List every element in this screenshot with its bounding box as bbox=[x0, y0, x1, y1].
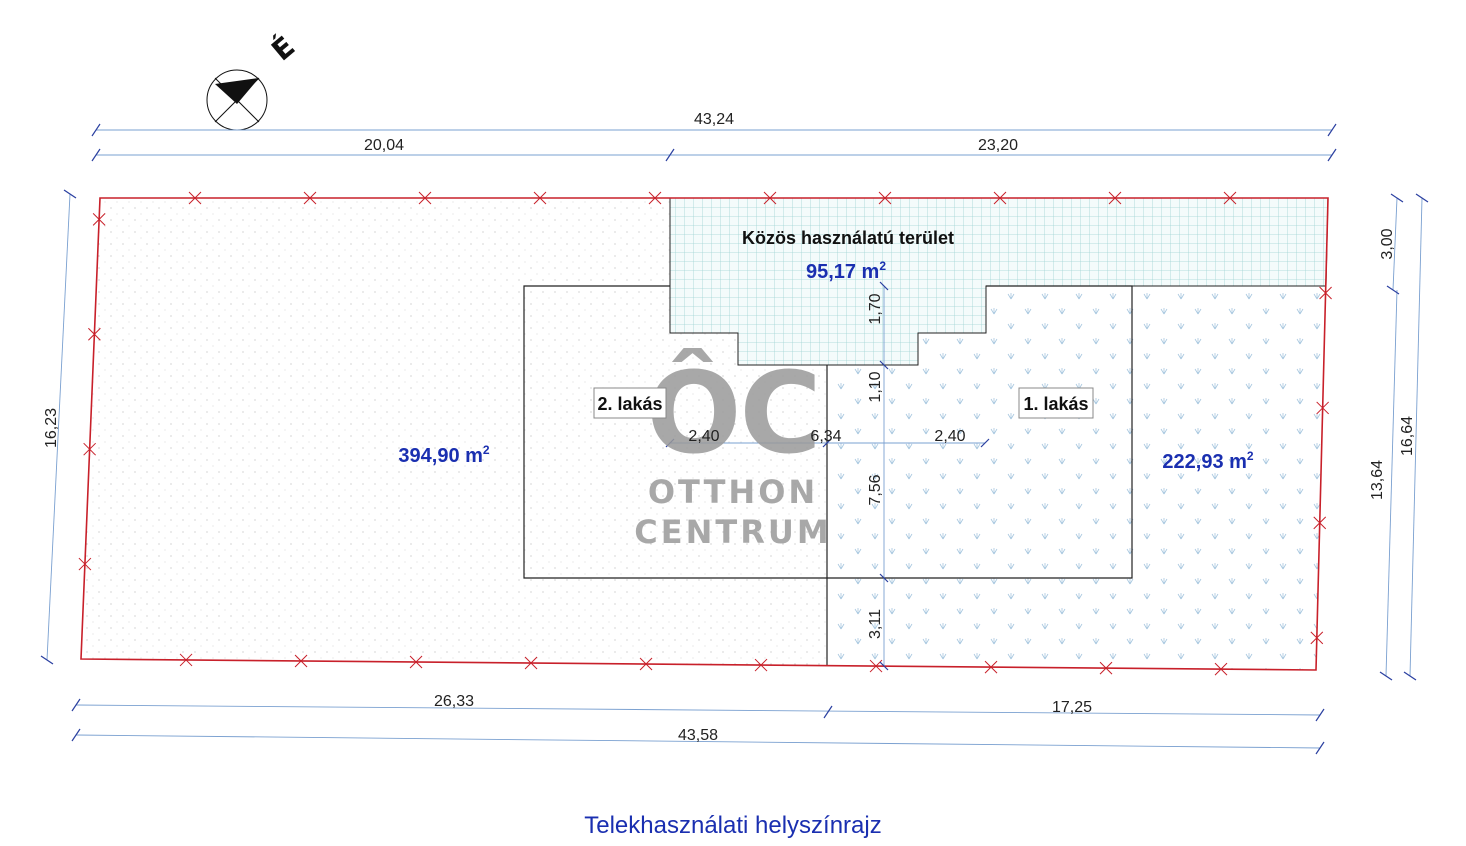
dim-right-top: 3,00 bbox=[1379, 228, 1396, 259]
boundary-mark bbox=[1310, 631, 1324, 645]
unit1-label: 1. lakás bbox=[1023, 394, 1088, 414]
watermark-mark: ÔC bbox=[646, 348, 819, 479]
boundary-mark bbox=[92, 213, 106, 226]
dim-right-lower: 13,64 bbox=[1369, 460, 1386, 500]
boundary-fence-marks bbox=[78, 191, 1332, 676]
boundary-mark bbox=[179, 653, 193, 667]
boundary-mark bbox=[993, 191, 1007, 205]
watermark-line2: CENTRUM bbox=[634, 513, 831, 551]
dim-right-total: 16,64 bbox=[1399, 416, 1416, 456]
watermark-logo: ÔC OTTHON CENTRUM bbox=[634, 348, 831, 551]
dim-top-total: 43,24 bbox=[694, 111, 734, 128]
dim-inner-634: 6,34 bbox=[810, 428, 841, 445]
unit1-label-box bbox=[1018, 387, 1094, 419]
boundary-mark bbox=[754, 658, 768, 672]
unit2-outline bbox=[523, 285, 827, 579]
unit2-label-box bbox=[593, 387, 667, 419]
dim-inner-170: 1,70 bbox=[867, 293, 884, 324]
boundary-mark bbox=[83, 442, 97, 456]
boundary-mark bbox=[524, 656, 538, 670]
boundary-mark bbox=[294, 654, 308, 668]
common-area-label: Közös használatú terület bbox=[742, 228, 954, 248]
dim-top-right: 23,20 bbox=[978, 137, 1018, 154]
boundary-mark bbox=[1099, 661, 1113, 675]
unit1-outline bbox=[827, 285, 1133, 579]
boundary-mark bbox=[533, 191, 547, 205]
parcel-boundary bbox=[80, 197, 1329, 671]
plan-caption: Telekhasználati helyszínrajz bbox=[584, 812, 882, 839]
left-parcel-area-value: 394,90 m2 bbox=[398, 443, 490, 467]
boundary-mark bbox=[1223, 191, 1237, 205]
boundary-mark bbox=[303, 191, 317, 205]
boundary-mark bbox=[1313, 516, 1327, 530]
dim-inner-110: 1,10 bbox=[867, 371, 884, 402]
boundary-mark bbox=[639, 657, 653, 671]
dim-bottom-total: 43,58 bbox=[678, 727, 718, 744]
dim-left-side: 16,23 bbox=[43, 408, 60, 448]
dim-inner-240-left: 2,40 bbox=[688, 428, 719, 445]
dim-inner-756: 7,56 bbox=[867, 474, 884, 505]
boundary-mark bbox=[409, 655, 423, 669]
unit2-label: 2. lakás bbox=[597, 394, 662, 414]
boundary-mark bbox=[1316, 401, 1330, 415]
north-arrow-icon: É bbox=[206, 29, 302, 131]
boundary-mark bbox=[984, 660, 998, 674]
boundary-mark bbox=[648, 191, 662, 205]
common-area-value: 95,17 m2 bbox=[806, 259, 886, 283]
right-parcel-area-value: 222,93 m2 bbox=[1162, 449, 1254, 473]
right-parcel-area bbox=[827, 286, 1328, 670]
north-label: É bbox=[265, 29, 302, 67]
dim-inner-240-right: 2,40 bbox=[934, 428, 965, 445]
boundary-mark bbox=[1214, 662, 1228, 676]
dim-inner-311: 3,11 bbox=[867, 609, 884, 639]
boundary-mark bbox=[1108, 191, 1122, 205]
dim-bottom-right: 17,25 bbox=[1052, 699, 1092, 716]
boundary-mark bbox=[1319, 286, 1332, 300]
dimension-ticks bbox=[40, 123, 1429, 755]
boundary-mark bbox=[188, 191, 202, 205]
dim-top-left: 20,04 bbox=[364, 137, 404, 154]
dimension-lines bbox=[46, 129, 1423, 749]
boundary-mark bbox=[878, 191, 892, 205]
boundary-mark bbox=[418, 191, 432, 205]
boundary-mark bbox=[78, 557, 92, 571]
boundary-mark bbox=[88, 327, 101, 341]
dim-bottom-left: 26,33 bbox=[434, 693, 474, 710]
boundary-mark bbox=[763, 191, 777, 205]
watermark-line1: OTTHON bbox=[648, 473, 818, 511]
